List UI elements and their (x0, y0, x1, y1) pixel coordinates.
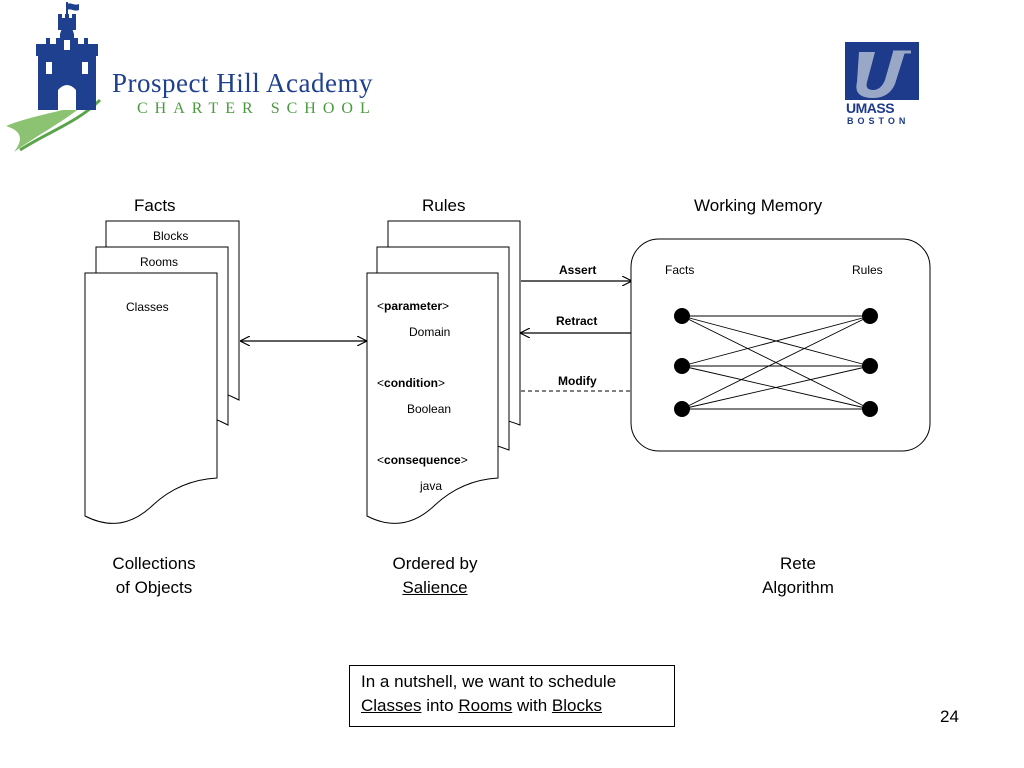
rete-connections (681, 315, 871, 410)
rules-caption: Ordered by Salience (392, 554, 478, 597)
rule-node (862, 401, 878, 417)
facts-page-label-classes: Classes (126, 300, 169, 314)
pha-school-name: Prospect Hill Academy (112, 68, 373, 98)
rule-condition-tag: <condition> (377, 376, 446, 390)
slide-number: 24 (940, 707, 959, 726)
boston-text: BOSTON (847, 116, 910, 126)
fact-node (674, 308, 690, 324)
nutshell-classes: Classes (361, 696, 422, 715)
rule-consequence-value: java (420, 479, 443, 493)
modify-label: Modify (558, 374, 597, 388)
wm-caption: Rete Algorithm (762, 554, 834, 597)
rule-parameter-value: Domain (409, 325, 451, 339)
working-memory-header: Working Memory (694, 196, 823, 215)
facts-page-label-rooms: Rooms (140, 255, 179, 269)
umass-boston-logo: UMASS BOSTON (845, 42, 921, 130)
rule-parameter-tag: <parameter> (377, 299, 450, 313)
working-memory-box (630, 238, 931, 452)
wm-facts-label: Facts (665, 263, 695, 277)
assert-label: Assert (559, 263, 597, 277)
nutshell-rooms: Rooms (458, 696, 513, 715)
rule-condition-value: Boolean (407, 402, 452, 416)
pha-school-subtitle: CHARTER SCHOOL (137, 100, 377, 117)
rules-header: Rules (422, 196, 466, 215)
fact-node (674, 401, 690, 417)
nutshell-box: In a nutshell, we want to schedule Class… (349, 665, 675, 727)
nutshell-line2: Classes into Rooms with Blocks (361, 696, 602, 715)
umass-text: UMASS (846, 100, 895, 116)
fact-node (674, 358, 690, 374)
facts-header: Facts (134, 196, 176, 215)
facts-page-label-blocks: Blocks (153, 229, 189, 243)
rule-node (862, 358, 878, 374)
rule-consequence-tag: <consequence> (377, 453, 468, 467)
retract-label: Retract (556, 314, 598, 328)
rules-page-front (366, 272, 499, 524)
rule-node (862, 308, 878, 324)
nutshell-line1: In a nutshell, we want to schedule (361, 672, 617, 691)
wm-rules-label: Rules (852, 263, 883, 277)
facts-page-classes (84, 272, 218, 524)
facts-caption: Collections of Objects (112, 554, 196, 597)
nutshell-blocks: Blocks (551, 696, 602, 715)
prospect-hill-castle-logo (6, 2, 102, 152)
